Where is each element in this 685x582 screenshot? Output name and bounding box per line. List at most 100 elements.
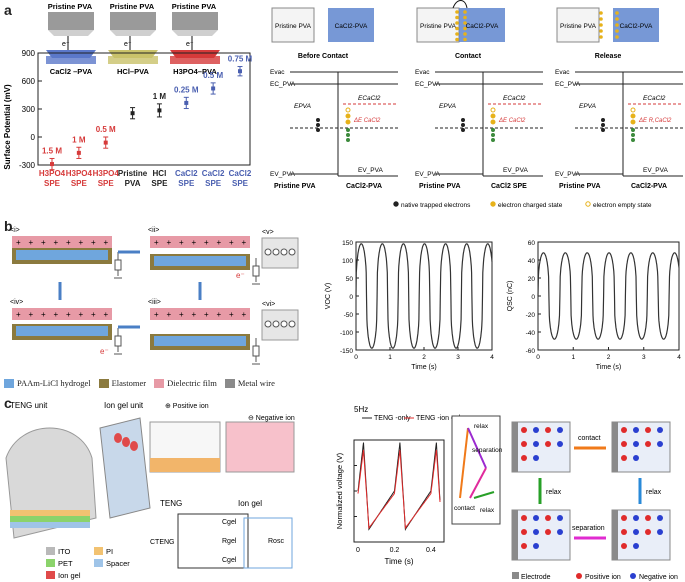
sp-category-label-2: SPE xyxy=(71,179,88,188)
band-charge-state xyxy=(345,113,351,119)
c-iongel-drop xyxy=(130,441,138,451)
sp-category-label-1: CaCl2 xyxy=(175,169,198,178)
band-bottom-right: CaCl2 SPE xyxy=(491,183,527,190)
b-hydrogel xyxy=(154,336,246,346)
inset-title: Pristine PVA xyxy=(48,2,93,11)
wave-xtick-label: 3 xyxy=(642,354,646,361)
c-ion xyxy=(533,529,539,535)
band-block-pristine xyxy=(271,7,315,43)
b-charge: + xyxy=(204,310,209,319)
c-teng-layer xyxy=(10,510,90,516)
band-block-pristine xyxy=(556,7,600,43)
c-circuit-loop xyxy=(177,513,249,569)
band-charge-dot xyxy=(599,29,603,33)
c-material-label: ITO xyxy=(58,547,71,556)
b-charge: + xyxy=(79,310,84,319)
wave-ytick-label: 20 xyxy=(528,276,536,283)
b-charge: + xyxy=(104,238,109,247)
c-ion xyxy=(557,441,563,447)
band-bottom-right: CaCl2-PVA xyxy=(346,183,382,190)
band-charge-dot xyxy=(463,10,467,14)
c-material-label: PET xyxy=(58,559,73,568)
c-ion xyxy=(633,427,639,433)
band-charge-state xyxy=(630,107,636,113)
band-ev-label: EV_PVA xyxy=(270,171,295,178)
c-legend-label: Electrode xyxy=(521,574,551,581)
band-block-cacl2 xyxy=(459,8,505,42)
c-ion xyxy=(657,529,663,535)
b-charge: + xyxy=(192,310,197,319)
c-material-swatch xyxy=(46,559,55,567)
c-voltage-ylabel: Normalized voltage (V) xyxy=(335,452,344,529)
band-charge-dot xyxy=(455,32,459,36)
c-ion-state-electrode xyxy=(512,510,518,560)
band-green-state xyxy=(491,133,495,137)
band-evac-label: Evac xyxy=(555,69,570,76)
band-native-electron xyxy=(601,123,605,127)
c-ion xyxy=(621,515,627,521)
band-native-electron xyxy=(316,123,320,127)
band-ev-label-right: EV_PVA xyxy=(643,167,668,174)
band-block-pristine-label: Pristine PVA xyxy=(560,23,597,30)
band-native-electron xyxy=(316,128,320,132)
c-ion-state-electrode xyxy=(612,422,618,472)
sp-category-label-2: SPE xyxy=(205,179,222,188)
band-green-state xyxy=(346,133,350,137)
inset-top-face xyxy=(110,30,156,36)
wave-ylabel: VOC (V) xyxy=(325,283,332,309)
b-resistor xyxy=(114,335,122,347)
band-native-electron xyxy=(461,118,465,122)
band-charge-dot xyxy=(455,37,459,42)
c-material-swatch xyxy=(46,547,55,555)
b-charge: + xyxy=(54,238,59,247)
wave-xtick-label: 4 xyxy=(677,354,681,361)
b-charge: + xyxy=(91,310,96,319)
inset-top-block xyxy=(48,12,94,30)
teng-cycle-schematic: <i>++++++++<ii>++++++++<iii>++++++++<iv>… xyxy=(10,227,299,365)
c-legend-swatch xyxy=(512,572,519,579)
b-zoom-ion xyxy=(264,248,272,256)
inset-electron: e⁻ xyxy=(62,41,70,48)
sp-axes-frame xyxy=(37,52,251,166)
band-delta-label: ΔE CaCl2 xyxy=(498,118,526,124)
c-cycle-relax: relax xyxy=(474,423,489,430)
inset-electron: e⁻ xyxy=(186,41,194,48)
sp-category-label-2: SPE xyxy=(178,179,195,188)
sp-data-label: 1 M xyxy=(153,92,167,101)
b-charge: + xyxy=(192,238,197,247)
inset-bottom-block xyxy=(108,56,158,64)
c-ion xyxy=(521,441,527,447)
band-epva-label: EPVA xyxy=(579,103,596,110)
c-voltage-title: 5Hz xyxy=(354,405,368,414)
band-charge-state xyxy=(630,119,636,125)
inset-bottom-label: HCl–PVA xyxy=(117,67,150,76)
c-positive-label: ⊕ Positive ion xyxy=(165,403,209,410)
b-zoom-ion xyxy=(272,320,280,328)
wave-xtick-label: 2 xyxy=(422,354,426,361)
b-zoom-ion xyxy=(272,248,280,256)
band-ev-label: EV_PVA xyxy=(555,171,580,178)
c-ion xyxy=(533,441,539,447)
b-charge: + xyxy=(41,310,46,319)
band-charge-state xyxy=(490,119,496,125)
sp-ytick-label: 0 xyxy=(31,133,36,142)
band-charge-dot xyxy=(455,26,459,31)
sp-category-label-2: SPE xyxy=(44,179,61,188)
wave-ytick-label: -40 xyxy=(526,330,536,337)
c-cycle-inset xyxy=(451,415,501,525)
inset-top-block xyxy=(110,12,156,30)
b-charge: + xyxy=(179,310,184,319)
c-legend-label: Negative ion xyxy=(639,574,678,581)
c-ion-label-relax-2: relax xyxy=(546,489,562,496)
c-circuit-teng: TENG xyxy=(160,499,182,508)
b-hydrogel xyxy=(154,256,246,266)
inset-bottom-block xyxy=(170,56,220,64)
wave-ytick-label: 0 xyxy=(531,294,535,301)
legend-swatch-hydrogel xyxy=(4,378,14,388)
band-block-cacl2-label: CaCl2-PVA xyxy=(620,23,653,30)
c-ion xyxy=(557,529,563,535)
c-ion xyxy=(633,543,639,549)
b-charge: + xyxy=(16,310,21,319)
